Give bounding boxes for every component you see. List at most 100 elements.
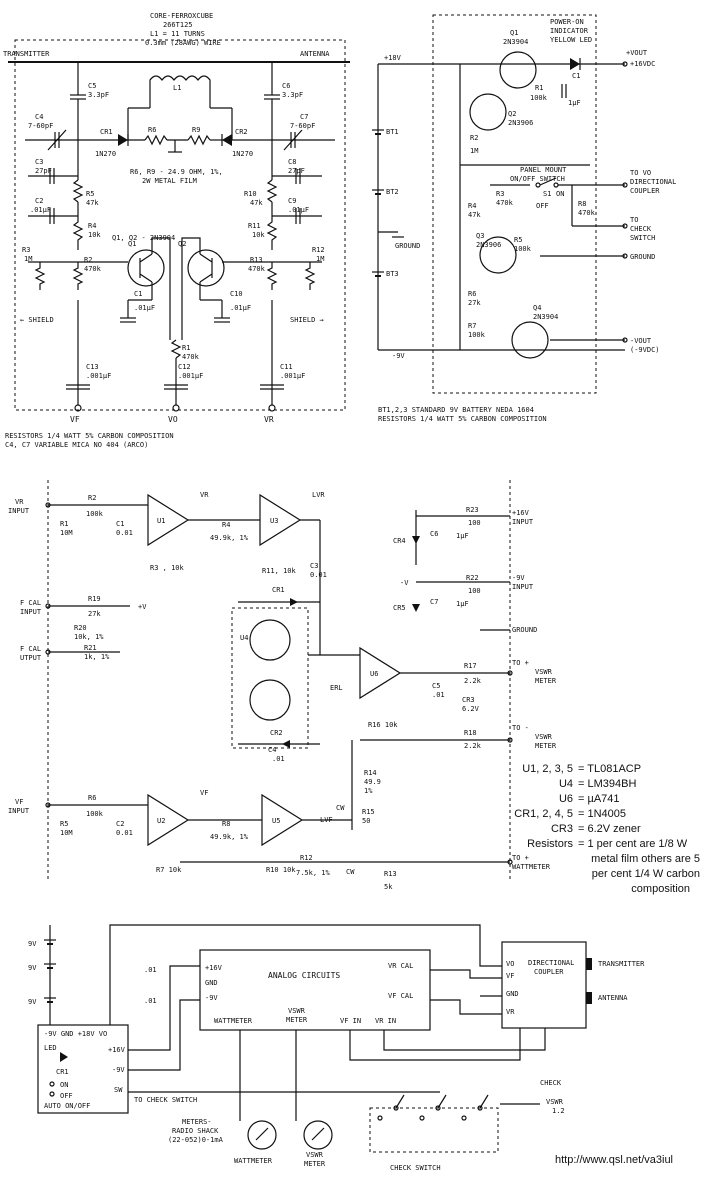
an-c4-label: C4 [268,746,276,754]
an-r23-value: 100 [468,519,481,527]
supply-q2-label: Q2 [508,110,516,118]
r1-label: R1 [182,344,190,352]
analog-pin-vr-cal: VR CAL [388,962,413,970]
part-ref-2: U4 [559,778,573,790]
supply-c1-label: C1 [572,72,580,80]
c9-value: .01µF [288,206,309,214]
analog-pin-vswr: VSWR [288,1007,306,1015]
supply-r2-value: 1M [470,147,478,155]
batt-label-1: 9V [28,940,37,948]
vswr-meter-label-1: VSWR [306,1151,324,1159]
analog-pin-meter: METER [286,1016,308,1024]
vout-minus-value: (-9VDC) [630,346,660,354]
an-c5-label: C5 [432,682,440,690]
an-c7-label: C7 [430,598,438,606]
an-cr2-label: CR2 [270,729,283,737]
r5-value: 47k [86,199,99,207]
part-ref-6: Resistors [527,838,573,850]
part-val-6: = 1 per cent are 1/8 W [578,838,688,850]
c5-value: 3.3pF [88,91,109,99]
supply-r1-label: R1 [535,84,543,92]
an-r20-label: R20 [74,624,87,632]
r9-resistor [187,134,211,146]
to-vswr-plus-1: TO + [512,659,529,667]
u5-opamp [261,793,304,847]
an-r14-label: R14 [364,769,377,777]
c11-value: .001µF [280,372,305,380]
u4-transistor-b [249,679,291,721]
battery-ground-label: GROUND [395,242,420,250]
power-box-led-diode [60,1052,68,1062]
c7-value: 7-60pF [290,122,315,130]
r11-pot [266,202,278,250]
supply-r1-value: 100k [530,94,548,102]
an-c3-value: 0.01 [310,571,327,579]
supply-r8-value: 470k [578,209,596,217]
u4-label: U4 [240,634,248,642]
c4-label: C4 [35,113,43,121]
rail-minusv-label: -V [400,579,409,587]
q1-label: Q1 [128,240,136,248]
part-ref-1: U1, 2, 3, 5 [522,763,573,775]
r2-resistor [72,262,84,290]
r13-label: R13 [250,256,263,264]
supply-ground-label: GROUND [630,253,655,261]
to-vswr-plus-3: METER [535,677,557,685]
analog-pin-9v: -9V [205,994,218,1002]
r5-resistor [72,179,84,203]
r11-label: R11 [248,222,261,230]
an-r18-value: 2.2k [464,742,482,750]
supply-q1-transistor [499,51,537,89]
an-r2-label: R2 [88,494,96,502]
supply-note-2: RESISTORS 1/4 WATT 5% CARBON COMPOSITION [378,415,547,423]
power-pin-9v: -9V [112,1066,125,1074]
power-pin-sw: SW [114,1086,123,1094]
an-r12-value: 7.5k, 1% [296,869,331,877]
r11-value: 10k [252,231,265,239]
shield-right-label: SHIELD → [290,316,324,324]
cap-label-1: .01 [144,966,157,974]
an-c1-label: C1 [116,520,124,528]
r10-value: 47k [250,199,263,207]
antenna-label: ANTENNA [300,50,330,58]
minus9-label: -9V [392,352,405,360]
an-r7-label: R7 10k [156,866,182,874]
analog-pin-watt: WATTMETER [214,1017,253,1025]
check-switch-group [369,1107,499,1153]
c8-label: C8 [288,158,296,166]
supply-r3-value: 470k [496,199,514,207]
led-line-1: POWER-ON [550,18,584,26]
vswr-switch-label: VSWR [546,1098,564,1106]
r6r9-note-2: 2W METAL FILM [142,177,197,185]
r13-resistor [266,262,278,290]
u4-package [231,607,309,749]
vo-output-label: VO [168,415,178,424]
power-box-cr1: CR1 [56,1068,69,1076]
supply-q4-value: 2N3904 [533,313,558,321]
supply-q1-value: 2N3904 [503,38,528,46]
an-cr3-value: 6.2V [462,705,480,713]
an-r19-label: R19 [88,595,101,603]
part-ref-3: U6 [559,793,573,805]
u3-label: U3 [270,517,278,525]
c3-label: C3 [35,158,43,166]
an-r8-value: 49.9k, 1% [210,833,249,841]
coupler-enclosure [14,39,346,411]
coupler-pin-gnd: GND [506,990,519,998]
an-r13-label: R13 [384,870,397,878]
u5-label: U5 [272,817,280,825]
an-cr3-label: CR3 [462,696,475,704]
cr2-diode [222,134,232,146]
to-watt-1: TO + [512,854,529,862]
cr1-label: CR1 [100,128,113,136]
an-r13-value: 5k [384,883,393,891]
supply-r7-label: R7 [468,322,476,330]
supply-r6-value: 27k [468,299,481,307]
an-c5-value: .01 [432,691,445,699]
supply-q3-value: 2N3906 [476,241,501,249]
analog-pin-16v: +16V [205,964,223,972]
to-vo-line-1: TO VO [630,169,651,177]
bt1-label: BT1 [386,128,399,136]
cr1-diode [118,134,128,146]
supply-r2-label: R2 [470,134,478,142]
